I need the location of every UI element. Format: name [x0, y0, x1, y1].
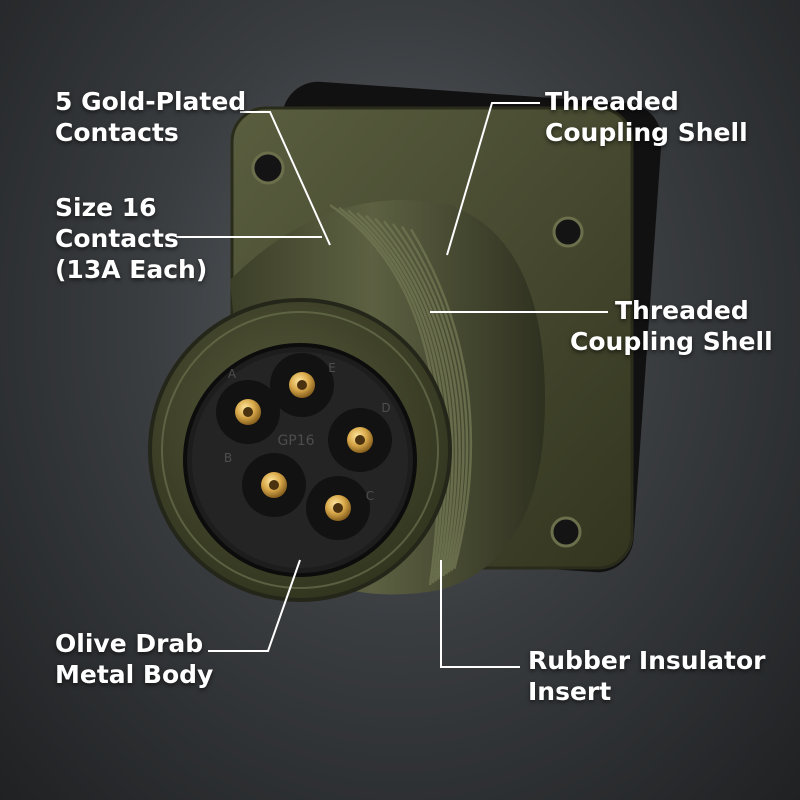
contact-letter: B [224, 451, 232, 465]
flange-hole [550, 516, 582, 548]
thread-groove [338, 206, 444, 584]
contact-b [242, 453, 306, 517]
callout-threaded-coupling-top: Threaded Coupling Shell [545, 87, 748, 147]
thread-groove [356, 212, 451, 580]
thread-groove [391, 223, 465, 573]
contact-a [216, 380, 280, 444]
leader-insert [440, 560, 520, 668]
thread-groove [383, 220, 461, 575]
contact-d [328, 408, 392, 472]
contact-letter: E [328, 361, 336, 375]
contact-letter: D [381, 401, 390, 415]
leader-body [208, 559, 301, 652]
leader-gold-contacts [240, 111, 331, 246]
insert-marking: GP16 [277, 433, 314, 449]
thread-groove [374, 217, 458, 577]
contact-e [270, 353, 334, 417]
callout-size-16-contacts: Size 16 Contacts (13A Each) [55, 193, 208, 284]
callout-olive-drab-body: Olive Drab Metal Body [55, 629, 214, 689]
contact-letter: A [228, 367, 237, 381]
thread-groove [409, 228, 473, 570]
callout-threaded-coupling-mid: Threaded Coupling Shell [570, 296, 773, 356]
flange-hole [552, 216, 584, 248]
thread-groove [400, 225, 469, 571]
thread-groove [365, 214, 454, 579]
leader-coupling-top [446, 102, 540, 256]
contact-c [306, 476, 370, 540]
leader-lines [176, 102, 608, 668]
gold-contacts: A E D B C [216, 353, 392, 540]
contact-letter: C [366, 489, 374, 503]
callout-rubber-insert: Rubber Insulator Insert [528, 646, 766, 706]
flange-hole [251, 151, 285, 185]
callout-gold-contacts: 5 Gold-Plated Contacts [55, 87, 247, 147]
thread-groove [347, 209, 447, 582]
